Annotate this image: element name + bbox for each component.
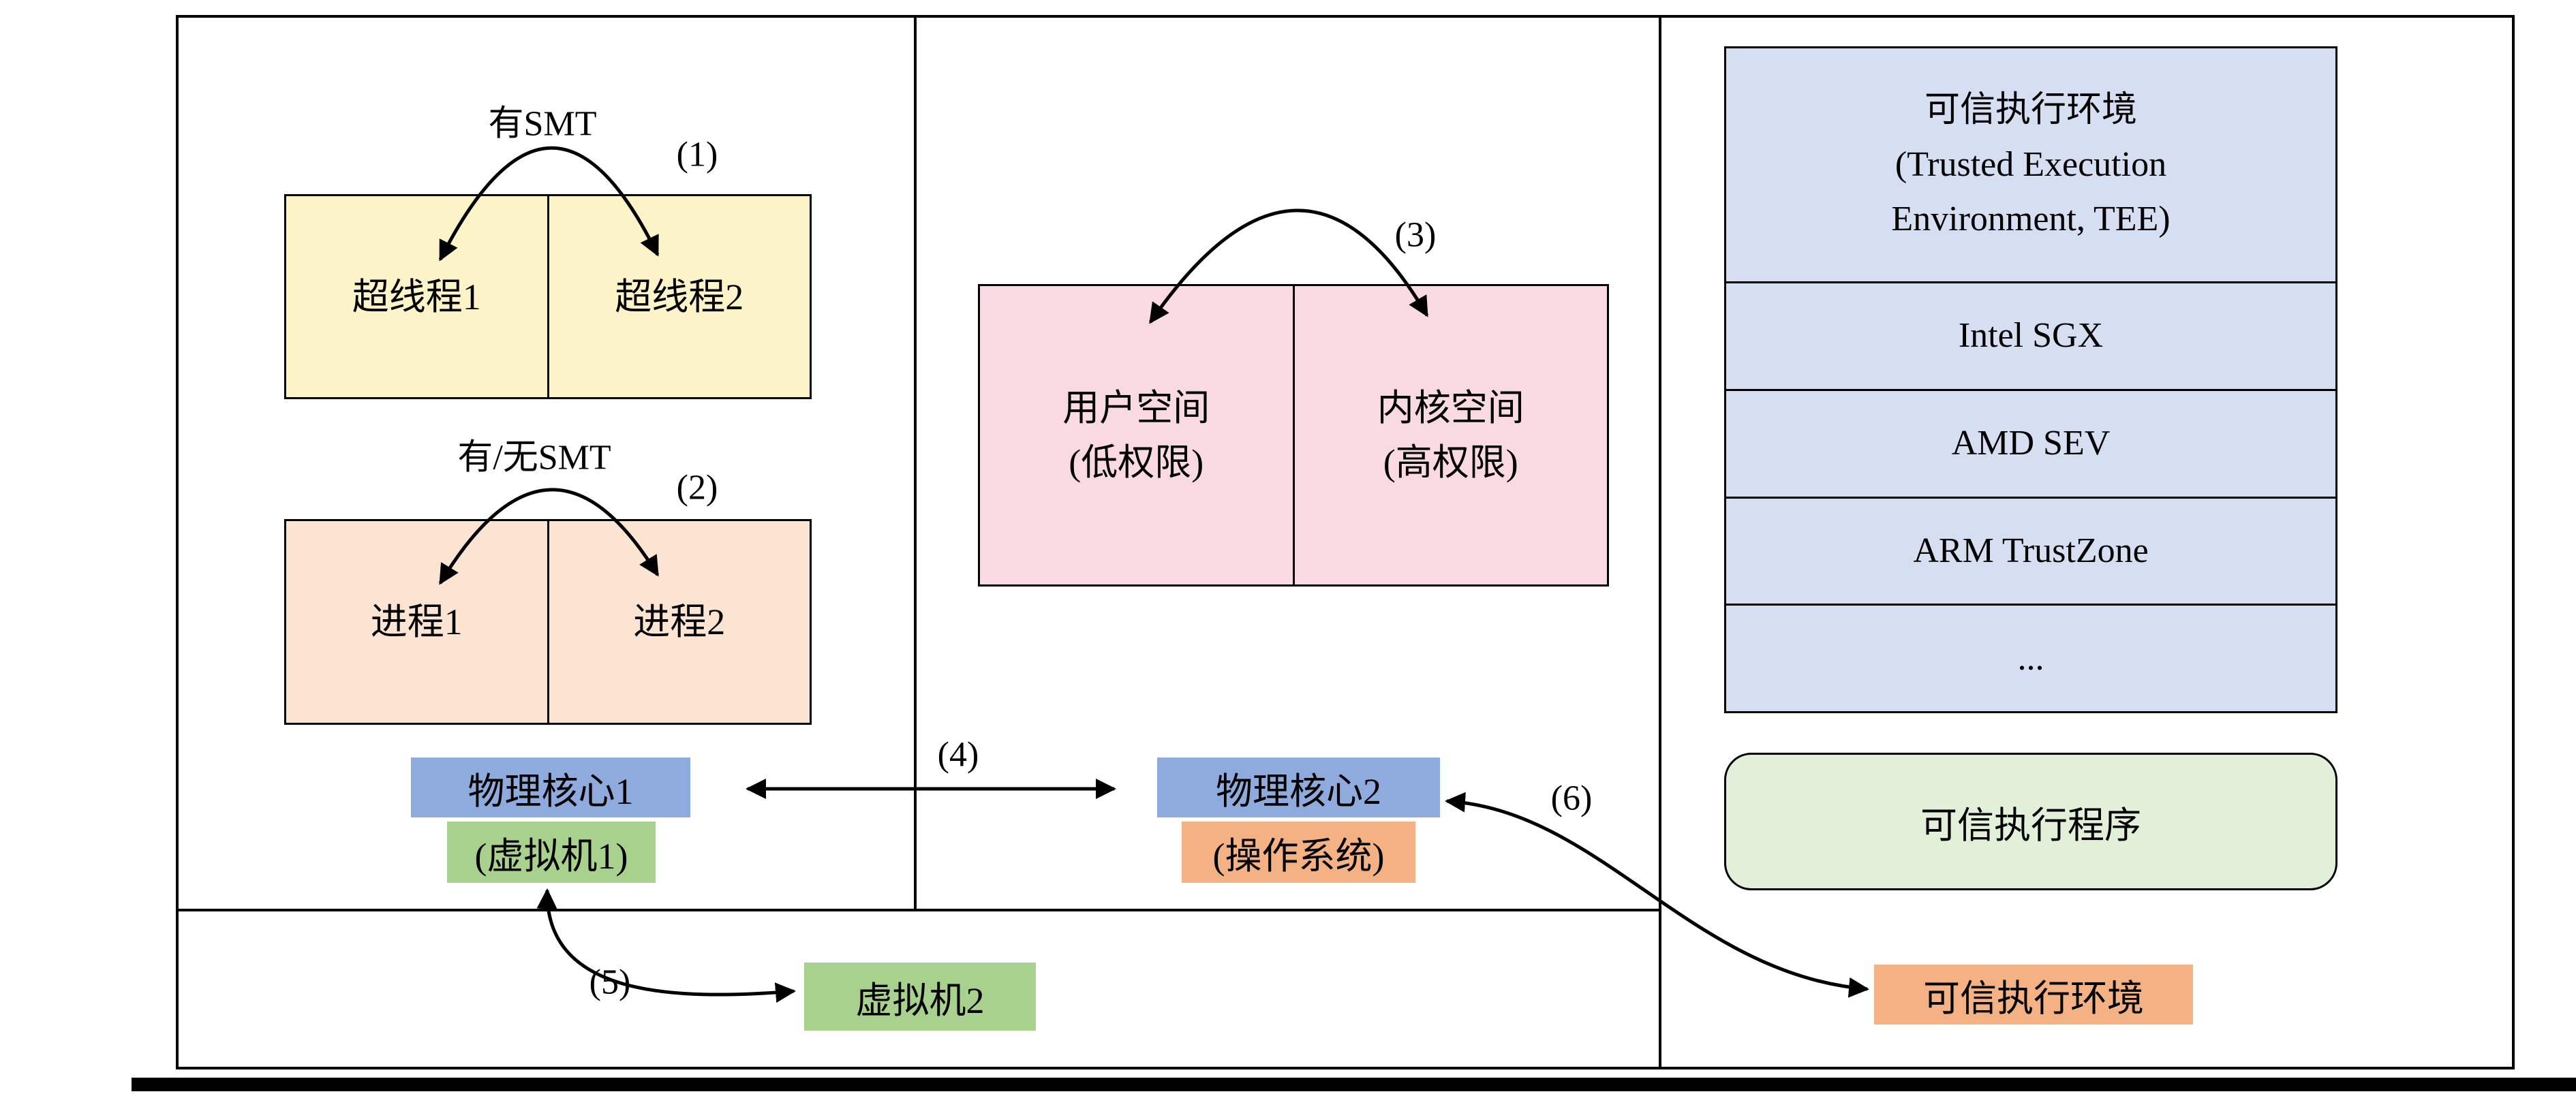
divider-left-middle: [914, 15, 917, 911]
process2-cell: 进程2: [547, 521, 810, 723]
tee-stack-header: 可信执行环境 (Trusted Execution Environment, T…: [1726, 48, 2335, 281]
trusted-app-box: 可信执行程序: [1724, 753, 2337, 890]
os-tag: (操作系统): [1182, 822, 1415, 883]
process1-cell: 进程1: [286, 521, 547, 723]
os-label: (操作系统): [1212, 835, 1385, 877]
figure-border: [176, 15, 2515, 1069]
physical-core1-tag: 物理核心1: [411, 757, 690, 817]
smt-label: 有SMT: [488, 104, 597, 144]
physical-core1-label: 物理核心1: [467, 770, 634, 812]
tee-tag-label: 可信执行环境: [1923, 978, 2144, 1019]
process1-label: 进程1: [370, 601, 463, 642]
arrow-6-number: (6): [1550, 779, 1593, 818]
tee-header-line2: (Trusted Execution: [1895, 145, 2167, 184]
physical-core2-tag: 物理核心2: [1157, 757, 1440, 817]
arrow-3-number: (3): [1394, 215, 1437, 255]
divider-middle-right: [1659, 15, 1661, 1069]
arrow-1-number: (1): [676, 135, 718, 174]
trusted-app-label: 可信执行程序: [1920, 804, 2141, 846]
smt-optional-label: 有/无SMT: [457, 438, 611, 478]
tee-row-intel-sgx: Intel SGX: [1726, 281, 2335, 389]
physical-core2-label: 物理核心2: [1216, 770, 1381, 812]
ellipsis-label: ...: [2017, 638, 2044, 678]
tee-stack: 可信执行环境 (Trusted Execution Environment, T…: [1724, 46, 2337, 713]
vm1-label: (虚拟机1): [474, 835, 628, 877]
divider-bottom-strip: [176, 909, 1661, 911]
hyperthread2-label: 超线程2: [615, 276, 744, 317]
tee-row-amd-sev: AMD SEV: [1726, 388, 2335, 497]
address-space-box: 用户空间 (低权限) 内核空间 (高权限): [978, 284, 1609, 587]
vm2-label: 虚拟机2: [855, 980, 985, 1021]
arrow-2-number: (2): [676, 468, 718, 507]
vm1-tag: (虚拟机1): [447, 822, 656, 883]
kernel-space-cell: 内核空间 (高权限): [1292, 286, 1608, 584]
user-space-label: 用户空间: [1062, 388, 1210, 428]
tee-row-arm-trustzone: ARM TrustZone: [1726, 496, 2335, 604]
hyperthread2-cell: 超线程2: [547, 196, 810, 397]
arrow-4-number: (4): [937, 735, 979, 775]
tee-tag: 可信执行环境: [1874, 965, 2193, 1025]
user-space-privilege-label: (低权限): [1069, 442, 1204, 483]
hyperthread1-label: 超线程1: [352, 276, 481, 317]
hyperthread1-cell: 超线程1: [286, 196, 547, 397]
tee-header-line3: Environment, TEE): [1891, 200, 2171, 238]
amd-sev-label: AMD SEV: [1951, 424, 2111, 463]
arrow-5-number: (5): [589, 963, 631, 1002]
vm2-tag: 虚拟机2: [804, 963, 1036, 1031]
hyperthread-box: 超线程1 超线程2: [284, 194, 812, 399]
tee-row-ellipsis: ...: [1726, 604, 2335, 711]
arm-trustzone-label: ARM TrustZone: [1913, 531, 2149, 570]
process-box: 进程1 进程2: [284, 519, 812, 725]
kernel-space-label: 内核空间: [1377, 388, 1524, 428]
tee-header-line1: 可信执行环境: [1924, 91, 2137, 129]
process2-label: 进程2: [633, 601, 726, 642]
user-space-cell: 用户空间 (低权限): [980, 286, 1293, 584]
kernel-space-privilege-label: (高权限): [1383, 442, 1518, 483]
intel-sgx-label: Intel SGX: [1958, 316, 2104, 356]
figure-bottom-rule: [132, 1078, 2576, 1091]
